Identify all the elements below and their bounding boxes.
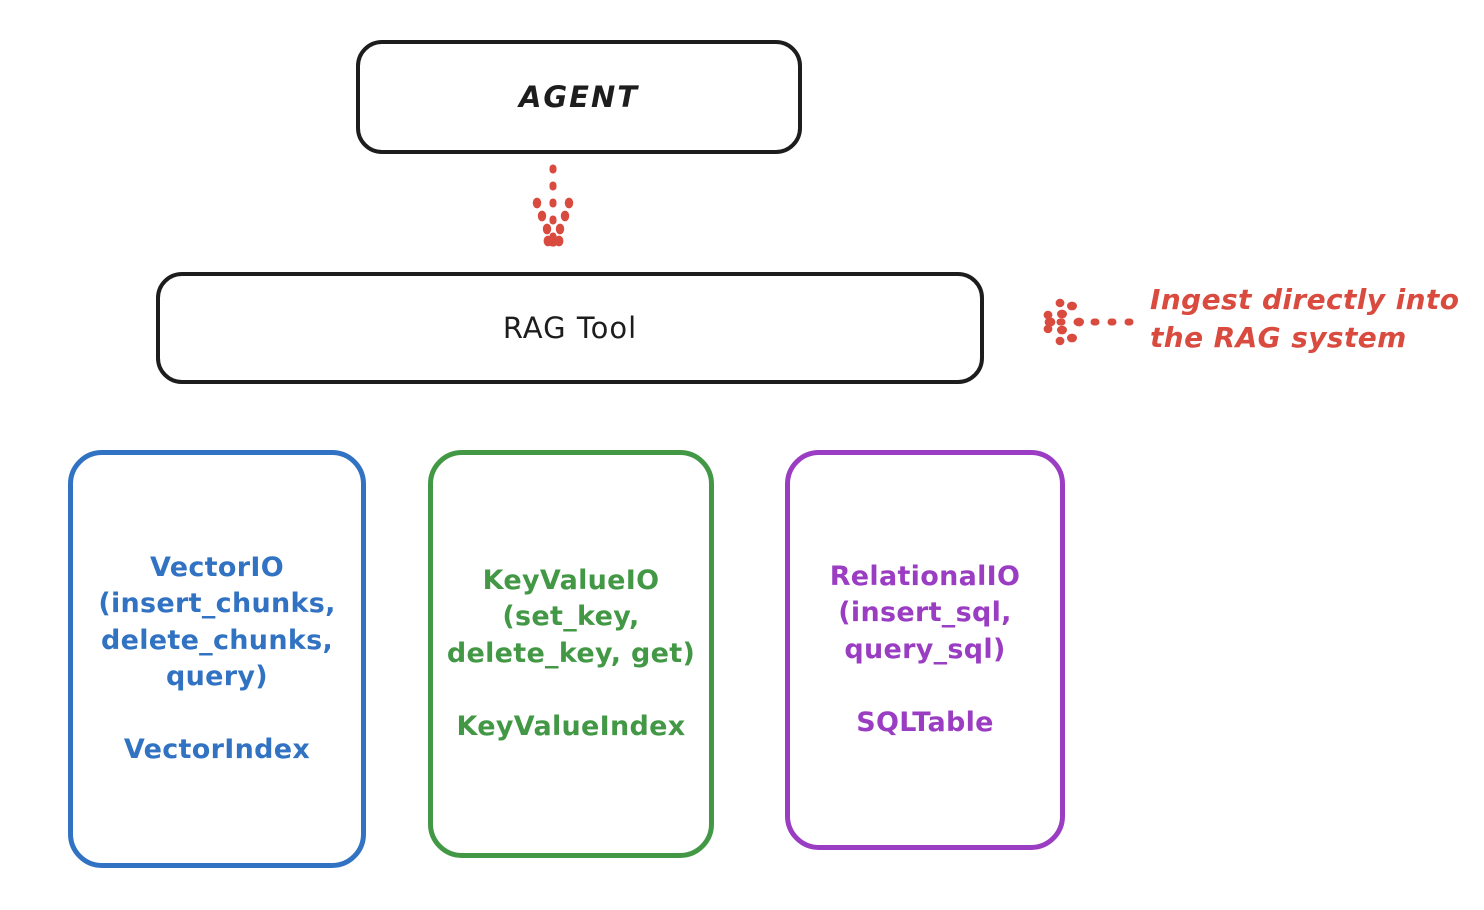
node-key-value-io[interactable]: KeyValueIO (set_key, delete_key, get) Ke…	[428, 450, 714, 858]
node-rag-tool-label: RAG Tool	[502, 310, 638, 345]
node-relational-io-label: RelationalIO (insert_sql, query_sql) SQL…	[829, 560, 1021, 738]
node-agent-label: AGENT	[518, 79, 640, 114]
edge-agent-to-rag-tool	[532, 164, 574, 250]
node-relational-io[interactable]: RelationalIO (insert_sql, query_sql) SQL…	[785, 450, 1065, 850]
edge-ingest-pointer	[1043, 298, 1137, 346]
node-key-value-io-label: KeyValueIO (set_key, delete_key, get) Ke…	[446, 564, 696, 742]
node-rag-tool[interactable]: RAG Tool	[156, 272, 984, 384]
edge-agent-to-rag-tool-arrowhead	[532, 197, 574, 247]
node-agent[interactable]: AGENT	[356, 40, 802, 154]
edge-ingest-pointer-arrowhead	[1043, 298, 1084, 346]
node-vector-io-label: VectorIO (insert_chunks, delete_chunks, …	[98, 551, 336, 765]
annotation-ingest: Ingest directly into the RAG system	[1150, 283, 1460, 354]
node-vector-io[interactable]: VectorIO (insert_chunks, delete_chunks, …	[68, 450, 366, 868]
